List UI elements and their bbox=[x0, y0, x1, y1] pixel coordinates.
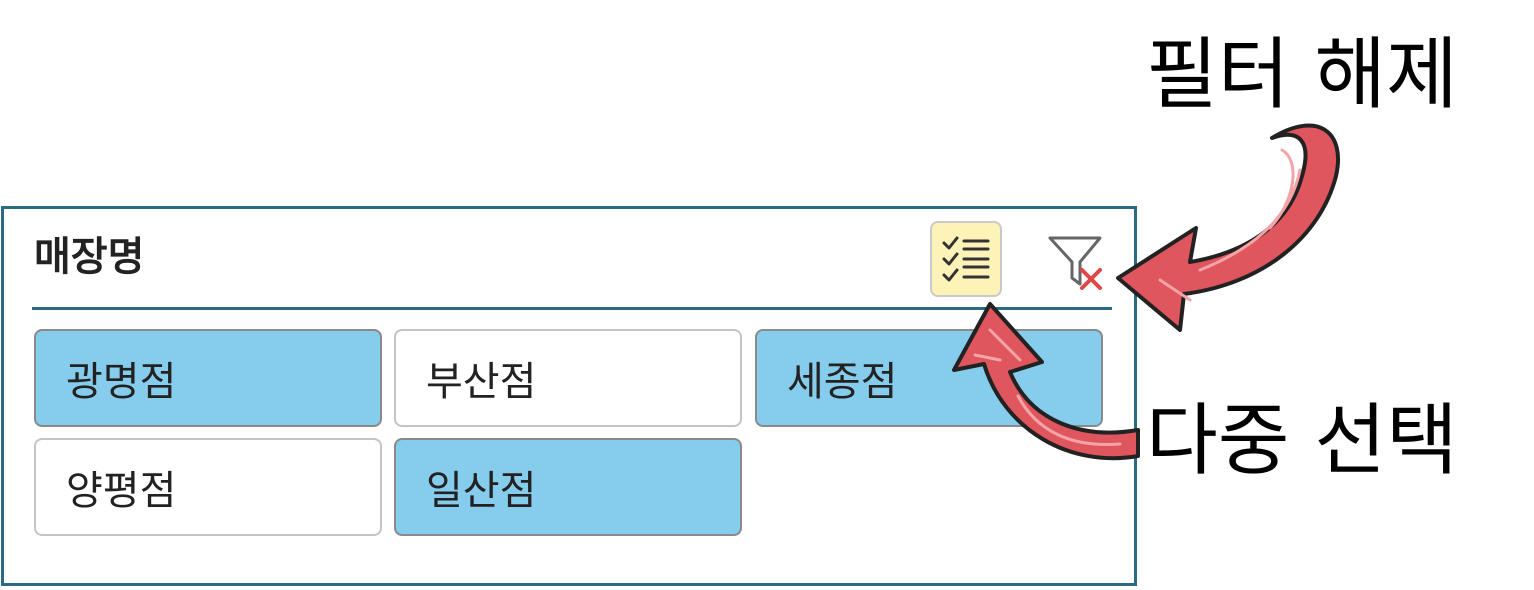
slicer-item-label: 세종점 bbox=[787, 359, 898, 405]
slicer-title: 매장명 bbox=[34, 234, 145, 280]
slicer-item-busan[interactable]: 부산점 bbox=[394, 329, 742, 427]
clear-filter-button[interactable] bbox=[1040, 227, 1112, 297]
clear-filter-icon bbox=[1048, 236, 1102, 290]
slicer-item-sejong[interactable]: 세종점 bbox=[755, 329, 1103, 427]
slicer-item-label: 광명점 bbox=[66, 359, 177, 405]
slicer-item-label: 부산점 bbox=[426, 359, 537, 405]
slicer-item-gwangmyeong[interactable]: 광명점 bbox=[34, 329, 382, 427]
clear-filter-arrow-icon bbox=[1116, 123, 1340, 332]
slicer-item-ilsan[interactable]: 일산점 bbox=[394, 438, 742, 536]
slicer-item-yangpyeong[interactable]: 양평점 bbox=[34, 438, 382, 536]
clear-filter-annotation: 필터 해제 bbox=[1146, 30, 1458, 120]
multi-select-annotation: 다중 선택 bbox=[1146, 396, 1458, 486]
title-divider bbox=[32, 307, 1112, 310]
slicer-item-label: 양평점 bbox=[66, 468, 177, 514]
multi-select-checklist-icon bbox=[942, 236, 990, 282]
slicer-panel: 매장명 광명점 부산점 세종점 양 bbox=[1, 206, 1137, 586]
slicer-item-label: 일산점 bbox=[426, 468, 537, 514]
multi-select-button[interactable] bbox=[930, 221, 1002, 297]
